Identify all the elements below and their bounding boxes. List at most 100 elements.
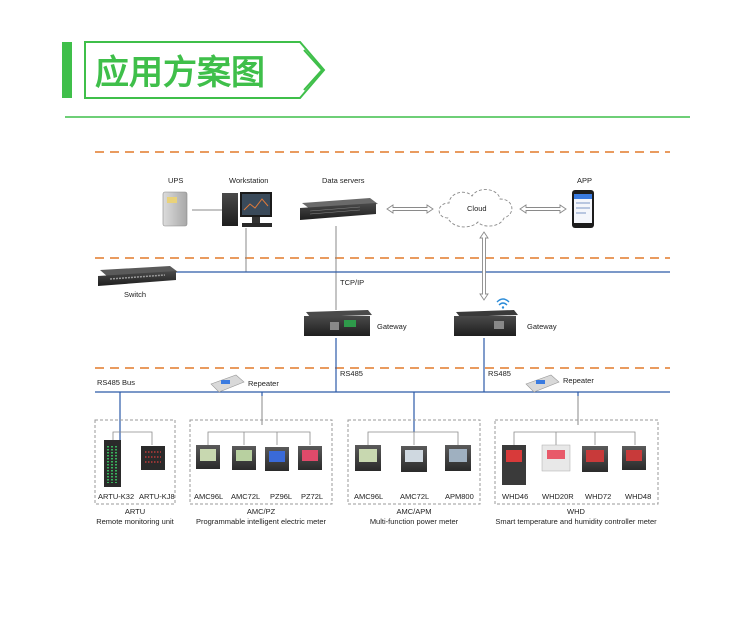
switch-front — [98, 271, 176, 286]
amcpz-amc72l-screen — [236, 450, 252, 461]
artu-devices — [104, 440, 165, 487]
server-vents — [309, 206, 361, 215]
phone-row-3 — [576, 212, 586, 214]
group-captions: ARTU Remote monitoring unit AMC/PZ Progr… — [96, 507, 657, 526]
app-label: APP — [577, 176, 592, 185]
artu-k32-leds — [107, 446, 117, 483]
phone-header-bar — [574, 194, 592, 199]
amcpz-pz96l-screen — [269, 451, 285, 462]
wifi-dot — [501, 306, 505, 309]
switch-label: Switch — [124, 290, 146, 299]
server-top — [302, 198, 378, 209]
rs485-label-left: RS485 — [340, 369, 363, 378]
whd-whd72-screen — [586, 450, 604, 462]
rs485-label-right: RS485 — [488, 369, 511, 378]
device-label: ARTU-K32 — [98, 492, 134, 501]
repeater-right-tag — [536, 380, 545, 384]
header-green-bar — [62, 42, 72, 98]
data-servers-label: Data servers — [322, 176, 365, 185]
group-subtitle: Multi-function power meter — [370, 517, 459, 526]
group-title: AMC/APM — [396, 507, 431, 516]
gateway-left: Gateway — [304, 310, 407, 336]
device-label: AMC96L — [354, 492, 383, 501]
gateway-right-body — [454, 316, 516, 336]
gateway-left-top — [306, 310, 372, 317]
device-groups — [94, 419, 659, 505]
gateway-right: Gateway — [454, 298, 557, 336]
group-connectors — [112, 431, 636, 445]
artu-k32-device — [104, 440, 121, 487]
device-label: AMC72L — [231, 492, 260, 501]
ups-panel — [167, 197, 177, 203]
gateway-left-label: Gateway — [377, 322, 407, 331]
amcapm-connector — [367, 431, 459, 445]
data-servers-device: Data servers — [300, 176, 378, 220]
gateway-right-port — [494, 321, 504, 329]
phone-row-1 — [576, 202, 590, 204]
header: 应用方案图 — [62, 41, 690, 118]
device-label: AMC96L — [194, 492, 223, 501]
amcapm-amc96l-screen — [359, 449, 377, 462]
group-box-amcapm — [347, 419, 481, 505]
connections — [192, 209, 579, 425]
artu-kj8-leds — [145, 451, 161, 463]
page-title: 应用方案图 — [95, 53, 265, 93]
device-label: PZ72L — [301, 492, 323, 501]
rs485-bus-label: RS485 Bus — [97, 378, 135, 387]
group-box-artu — [94, 419, 176, 505]
group-title: WHD — [567, 507, 585, 516]
gateway-right-top — [456, 310, 518, 317]
group-subtitle: Smart temperature and humidity controlle… — [495, 517, 657, 526]
switch-top — [100, 266, 178, 277]
repeater-left-tag — [221, 380, 230, 384]
workstation-label: Workstation — [229, 176, 268, 185]
group-box-whd — [494, 419, 659, 505]
workstation-keyboard — [242, 223, 272, 227]
wifi-icon — [496, 298, 510, 306]
gateway-right-label: Gateway — [527, 322, 557, 331]
device-label: APM800 — [445, 492, 474, 501]
whd-whd48-screen — [626, 450, 642, 461]
repeater-left: Repeater — [210, 374, 279, 393]
group-drops — [119, 392, 579, 440]
cloud-app-arrow — [519, 204, 567, 214]
device-label: WHD20R — [542, 492, 574, 501]
gateway-left-port — [330, 322, 339, 330]
amcapm-devices — [355, 445, 471, 472]
repeater-left-label: Repeater — [248, 379, 279, 388]
header-chevron-icon — [303, 49, 324, 91]
amcpz-connector — [207, 431, 311, 445]
server-cloud-arrow — [386, 204, 434, 214]
artu-connector — [112, 431, 153, 445]
device-label: PZ96L — [270, 492, 292, 501]
cloud-gateway-arrow — [479, 231, 489, 301]
cloud-icon — [438, 189, 513, 228]
repeater-right-label: Repeater — [563, 376, 594, 385]
group-subtitle: Remote monitoring unit — [96, 517, 174, 526]
artu-kj8-device — [141, 446, 165, 470]
device-label: AMC72L — [400, 492, 429, 501]
switch-ports — [109, 274, 166, 280]
workstation-device: Workstation — [222, 176, 272, 227]
whd-whd46-screen — [506, 450, 522, 462]
whd-whd20r-screen — [547, 450, 565, 459]
switch-device: Switch — [98, 266, 178, 299]
workstation-tower — [222, 193, 238, 226]
dashed-separators — [95, 151, 670, 369]
whd-devices — [502, 444, 646, 485]
cloud-label: Cloud — [467, 204, 487, 213]
amcpz-amc96l-screen — [200, 449, 216, 461]
device-label: ARTU-KJ8 — [139, 492, 175, 501]
workstation-screen-chart-icon — [243, 198, 269, 211]
workstation-screen — [242, 194, 270, 215]
device-label: WHD46 — [502, 492, 528, 501]
tcpip-label: TCP/IP — [340, 278, 364, 287]
group-title: ARTU — [125, 507, 145, 516]
header-title-frame — [84, 41, 326, 99]
amcpz-pz72l-screen — [302, 450, 318, 461]
amcapm-apm800-screen — [449, 449, 467, 462]
device-label: WHD48 — [625, 492, 651, 501]
repeater-right: Repeater — [525, 374, 594, 393]
whd-connector — [513, 431, 636, 445]
phone-row-2 — [576, 207, 590, 209]
